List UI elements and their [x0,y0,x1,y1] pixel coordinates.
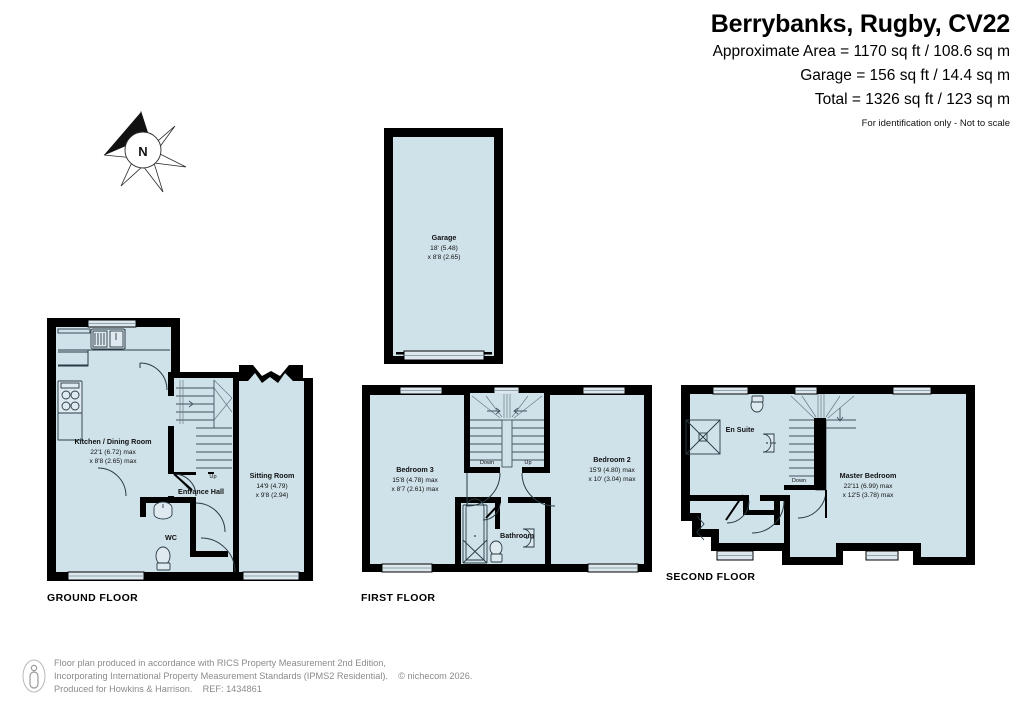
second-floor: Down Master Bedroom 22'11 (6.99) max x 1… [666,385,975,583]
disclaimer-text: For identification only - Not to scale [861,117,1010,129]
room-dim1-bedroom-2: 15'9 (4.80) max [589,467,635,474]
ground-stairs: Up [174,378,233,480]
room-dim1-garage: 18' (5.48) [430,245,458,252]
first-stairs: Down Up [470,393,544,468]
plan-footer: Floor plan produced in accordance with R… [22,657,722,696]
approximate-area-text: Approximate Area = 1170 sq ft / 108.6 sq… [712,42,1010,60]
garage-floor: Garage 18' (5.48) x 8'8 (2.65) [384,128,503,364]
room-label-kitchen-dining: Kitchen / Dining Room [74,437,151,446]
garage-area-text: Garage = 156 sq ft / 14.4 sq m [800,66,1010,84]
ground-door-arcs [97,362,236,573]
footer-line-1: Floor plan produced in accordance with R… [54,658,386,668]
total-area-text: Total = 1326 sq ft / 123 sq m [814,90,1010,108]
room-dim1-bedroom-3: 15'8 (4.78) max [392,477,438,484]
room-label-wc: WC [165,533,177,542]
room-dim2-garage: x 8'8 (2.65) [428,254,461,261]
second-stairs: Down [784,394,856,491]
floor-caption-ground: GROUND FLOOR [47,592,138,604]
stair-label-up-ground: Up [209,474,216,480]
room-dim1-master-bedroom: 22'11 (6.99) max [844,483,893,490]
footer-line-3: Produced for Howkins & Harrison. REF: 14… [54,684,262,695]
room-dim1-sitting-room: 14'9 (4.79) [256,483,287,490]
stair-label-up-first: Up [524,460,531,466]
north-arrow-icon: N [103,110,187,193]
room-label-entrance-hall: Entrance Hall [178,487,224,496]
room-label-bathroom: Bathroom [500,531,534,540]
room-label-sitting-room: Sitting Room [250,471,295,480]
stair-label-down-second: Down [792,478,806,484]
room-dim2-bedroom-2: x 10' (3.04) max [588,476,636,483]
room-dim2-kitchen-dining: x 8'8 (2.65) max [89,458,137,465]
room-dim2-sitting-room: x 9'8 (2.94) [256,492,289,499]
first-door-arcs [466,472,556,521]
page-title: Berrybanks, Rugby, CV22 [710,10,1010,38]
room-label-bedroom-3: Bedroom 3 [396,465,434,474]
room-label-master-bedroom: Master Bedroom [840,471,897,480]
room-label-en-suite: En Suite [726,425,755,434]
room-label-garage: Garage [432,233,457,242]
person-info-icon [22,659,46,693]
plan-header: Berrybanks, Rugby, CV22 Approximate Area… [711,10,1010,129]
room-dim2-bedroom-3: x 8'7 (2.61) max [391,486,439,493]
room-label-bedroom-2: Bedroom 2 [593,455,631,464]
ground-floor: Up Kitchen / Dining Room 22'1 (6.72) max… [47,318,313,604]
room-dim2-master-bedroom: x 12'5 (3.78) max [843,492,894,499]
compass-north-label: N [138,144,147,159]
room-dim1-kitchen-dining: 22'1 (6.72) max [90,449,136,456]
stair-label-down-first: Down [480,460,494,466]
footer-line-2: Incorporating International Property Mea… [54,671,473,682]
floor-caption-second: SECOND FLOOR [666,571,755,583]
floor-caption-first: FIRST FLOOR [361,592,435,604]
first-floor: Down Up Bedroom 3 15'8 (4.78) max x 8'7 … [361,385,652,604]
